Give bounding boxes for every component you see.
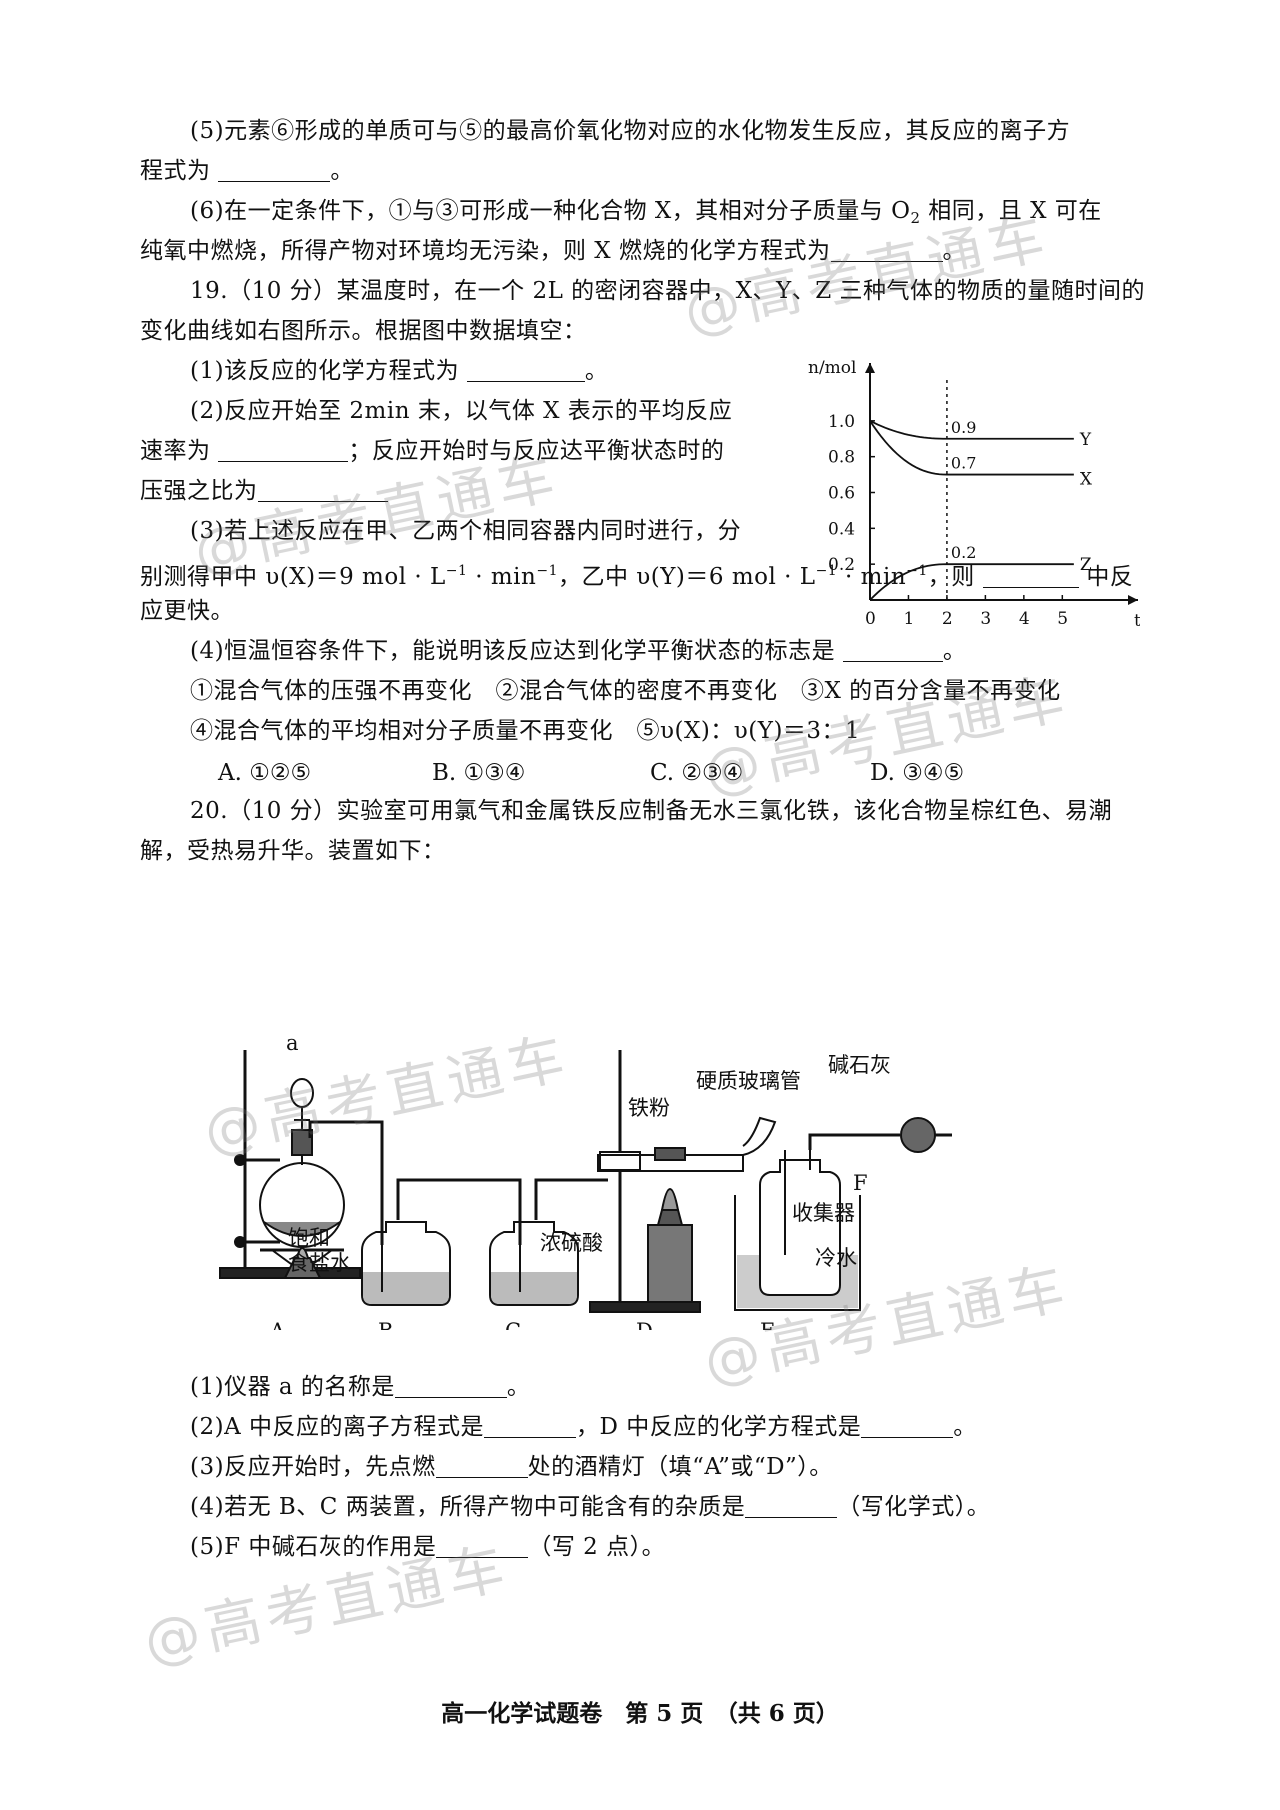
option-d[interactable]: D. ③④⑤	[870, 760, 965, 786]
y-tick-label: 0.8	[828, 448, 855, 468]
q19-intro-line2: 变化曲线如右图所示。根据图中数据填空：	[140, 318, 587, 344]
q19-part2-line2: 速率为 ；反应开始时与反应达平衡状态时的	[140, 438, 725, 464]
label-collector: 收集器	[792, 1201, 855, 1225]
q18-part6-line2: 纯氧中燃烧，所得产物对环境均无污染，则 X 燃烧的化学方程式为。	[140, 238, 966, 264]
label-iron: 铁粉	[628, 1096, 670, 1120]
x-axis-arrow	[1128, 595, 1138, 605]
series-name-x: X	[1080, 470, 1093, 490]
answer-blank[interactable]	[466, 359, 585, 382]
q19-part4: (4)恒温恒容条件下，能说明该反应达到化学平衡状态的标志是 。	[190, 638, 967, 664]
q18-part5-line2: 程式为 。	[140, 158, 354, 184]
mole-time-chart: n/mol t/min 0 1 2 3 4 5 0.2 0.4 0.6 0.8 1.0 0.9Y 0.7X 0…	[808, 360, 1140, 630]
series-line-x	[869, 420, 1074, 476]
label-B: B	[378, 1319, 393, 1330]
label-C: C	[505, 1319, 521, 1330]
series-line-z	[869, 563, 1074, 601]
x-tick-label: 3	[980, 609, 991, 629]
answer-blank[interactable]	[745, 1495, 838, 1518]
label-E: E	[760, 1319, 775, 1330]
y-tick-label: 0.2	[828, 555, 855, 575]
label-water: 冷水	[815, 1246, 857, 1270]
label-f: F	[853, 1171, 868, 1195]
q19-part1: (1)该反应的化学方程式为 。	[190, 358, 609, 384]
x-tick-label: 2	[942, 609, 953, 629]
x-tick-label: 0	[865, 609, 876, 629]
data-label-z: 0.2	[951, 543, 976, 562]
apparatus-e	[734, 1133, 865, 1311]
answer-blank[interactable]	[218, 159, 331, 182]
x-tick-label: 1	[903, 609, 914, 629]
label-a: a	[286, 1031, 299, 1055]
q20-part1: (1)仪器 a 的名称是。	[190, 1374, 531, 1400]
answer-blank[interactable]	[435, 1455, 528, 1478]
q20-part5: (5)F 中碱石灰的作用是（写 2 点）。	[190, 1534, 666, 1560]
answer-blank[interactable]	[842, 639, 943, 662]
y-tick-label: 0.6	[828, 484, 855, 504]
label-brine2: 食盐水	[288, 1251, 351, 1275]
q20-part4: (4)若无 B、C 两装置，所得产物中可能含有的杂质是（写化学式）。	[190, 1494, 991, 1520]
option-b[interactable]: B. ①③④	[432, 760, 526, 786]
series-line-y	[869, 420, 1074, 440]
apparatus-diagram: 饱和 食盐水 a 浓硫酸 铁粉 硬质玻璃管 碱石灰 收集器 冷水 F A B C…	[219, 1031, 952, 1330]
q19-part3-line1: (3)若上述反应在甲、乙两个相同容器内同时进行，分	[190, 518, 742, 544]
answer-blank[interactable]	[982, 565, 1079, 588]
y-tick-label: 1.0	[828, 412, 855, 432]
option-c[interactable]: C. ②③④	[650, 760, 744, 786]
q19-part3-line3: 应更快。	[140, 598, 234, 624]
x-tick-label: 4	[1019, 609, 1030, 629]
answer-blank[interactable]	[394, 1375, 507, 1398]
x-tick-label: 5	[1057, 609, 1068, 629]
answer-blank[interactable]	[830, 239, 943, 262]
x-axis-label: t/min	[1134, 611, 1140, 630]
q19-part3-line2: 别测得甲中 υ(X)＝9 mol · L−1 · min−1，乙中 υ(Y)＝6…	[140, 563, 1134, 590]
label-lime: 碱石灰	[828, 1053, 891, 1077]
apparatus-f	[865, 1117, 952, 1153]
q19-part2-line1: (2)反应开始至 2min 末，以气体 X 表示的平均反应	[190, 398, 733, 424]
q19-conditions-line1: ①混合气体的压强不再变化 ②混合气体的密度不再变化 ③X 的百分含量不再变化	[190, 678, 1061, 704]
q20-part2: (2)A 中反应的离子方程式是，D 中反应的化学方程式是。	[190, 1414, 977, 1440]
answer-blank[interactable]	[218, 439, 349, 462]
label-tube: 硬质玻璃管	[696, 1069, 801, 1093]
q19-intro-line1: 19.（10 分）某温度时，在一个 2L 的密闭容器中，X、Y、Z 三种气体的物…	[190, 278, 1146, 304]
page-footer: 高一化学试题卷 第 5 页 （共 6 页）	[441, 1700, 839, 1727]
apparatus-a	[219, 1050, 384, 1279]
option-a[interactable]: A. ①②⑤	[218, 760, 312, 786]
y-tick-label: 0.4	[828, 519, 855, 539]
y-axis-label: n/mol	[808, 360, 856, 378]
data-label-x: 0.7	[951, 454, 976, 473]
q20-intro-line1: 20.（10 分）实验室可用氯气和金属铁反应制备无水三氯化铁，该化合物呈棕红色、…	[190, 798, 1113, 824]
q19-part2-line3: 压强之比为	[140, 476, 388, 506]
answer-blank[interactable]	[257, 479, 388, 502]
label-D: D	[636, 1319, 653, 1330]
apparatus-c	[489, 1178, 608, 1306]
answer-blank[interactable]	[436, 1535, 529, 1558]
y-axis-arrow	[865, 363, 875, 373]
answer-blank[interactable]	[484, 1415, 577, 1438]
data-label-y: 0.9	[951, 418, 976, 437]
series-name-z: Z	[1080, 555, 1092, 575]
q19-conditions-line2: ④混合气体的平均相对分子质量不再变化 ⑤υ(X)：υ(Y)＝3：1	[190, 718, 861, 744]
apparatus-d	[589, 1050, 777, 1313]
answer-blank[interactable]	[861, 1415, 954, 1438]
label-brine: 饱和	[288, 1226, 330, 1250]
label-A: A	[269, 1319, 286, 1330]
q20-intro-line2: 解，受热易升华。装置如下：	[140, 838, 446, 864]
q18-part6-line1: (6)在一定条件下，①与③可形成一种化合物 X，其相对分子质量与 O2 相同，且…	[190, 198, 1102, 227]
q20-part3: (3)反应开始时，先点燃处的酒精灯（填“A”或“D”）。	[190, 1454, 833, 1480]
label-acid: 浓硫酸	[540, 1231, 603, 1255]
q18-part5-line1: (5)元素⑥形成的单质可与⑤的最高价氧化物对应的水化物发生反应，其反应的离子方	[190, 118, 1071, 144]
series-name-y: Y	[1079, 430, 1092, 450]
